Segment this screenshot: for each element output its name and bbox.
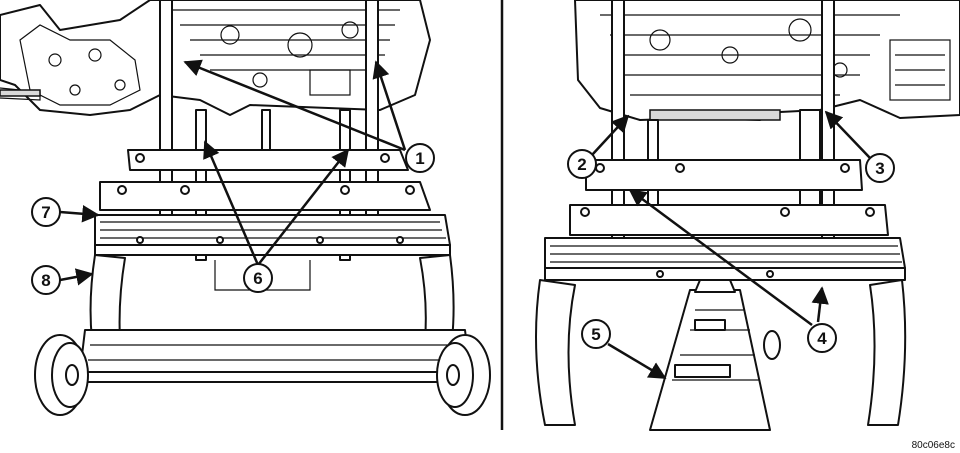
callout-3: 3 xyxy=(824,110,895,183)
left-cart-wheels xyxy=(34,334,491,416)
callout-1: 1 xyxy=(183,59,435,173)
callout-8-label: 8 xyxy=(41,271,50,290)
callout-7-label: 7 xyxy=(41,203,50,222)
callout-7: 7 xyxy=(31,197,100,227)
left-engine-block xyxy=(0,0,431,116)
callout-6-label: 6 xyxy=(253,269,262,288)
callout-4-label: 4 xyxy=(817,329,827,348)
right-crossbars xyxy=(569,159,889,236)
right-table-legs xyxy=(535,279,907,426)
right-lift-table xyxy=(544,237,906,281)
callout-8: 8 xyxy=(31,265,94,295)
callout-4: 4 xyxy=(628,188,837,353)
callout-2: 2 xyxy=(567,114,630,179)
callout-6: 6 xyxy=(203,140,350,293)
right-panel: 2 3 4 5 xyxy=(535,0,960,431)
callout-5-label: 5 xyxy=(591,325,600,344)
right-floor-jack xyxy=(649,279,781,431)
left-panel: 1 6 7 8 xyxy=(0,0,491,416)
left-lift-table xyxy=(94,214,451,256)
callout-1-label: 1 xyxy=(415,149,424,168)
callout-5: 5 xyxy=(581,319,667,380)
right-engine-block xyxy=(574,0,960,121)
figure-code: 80c06e8c xyxy=(912,440,955,451)
callout-3-label: 3 xyxy=(875,159,884,178)
left-upper-crossbar xyxy=(99,149,431,211)
left-cart-base xyxy=(79,254,471,383)
callout-2-label: 2 xyxy=(577,155,586,174)
